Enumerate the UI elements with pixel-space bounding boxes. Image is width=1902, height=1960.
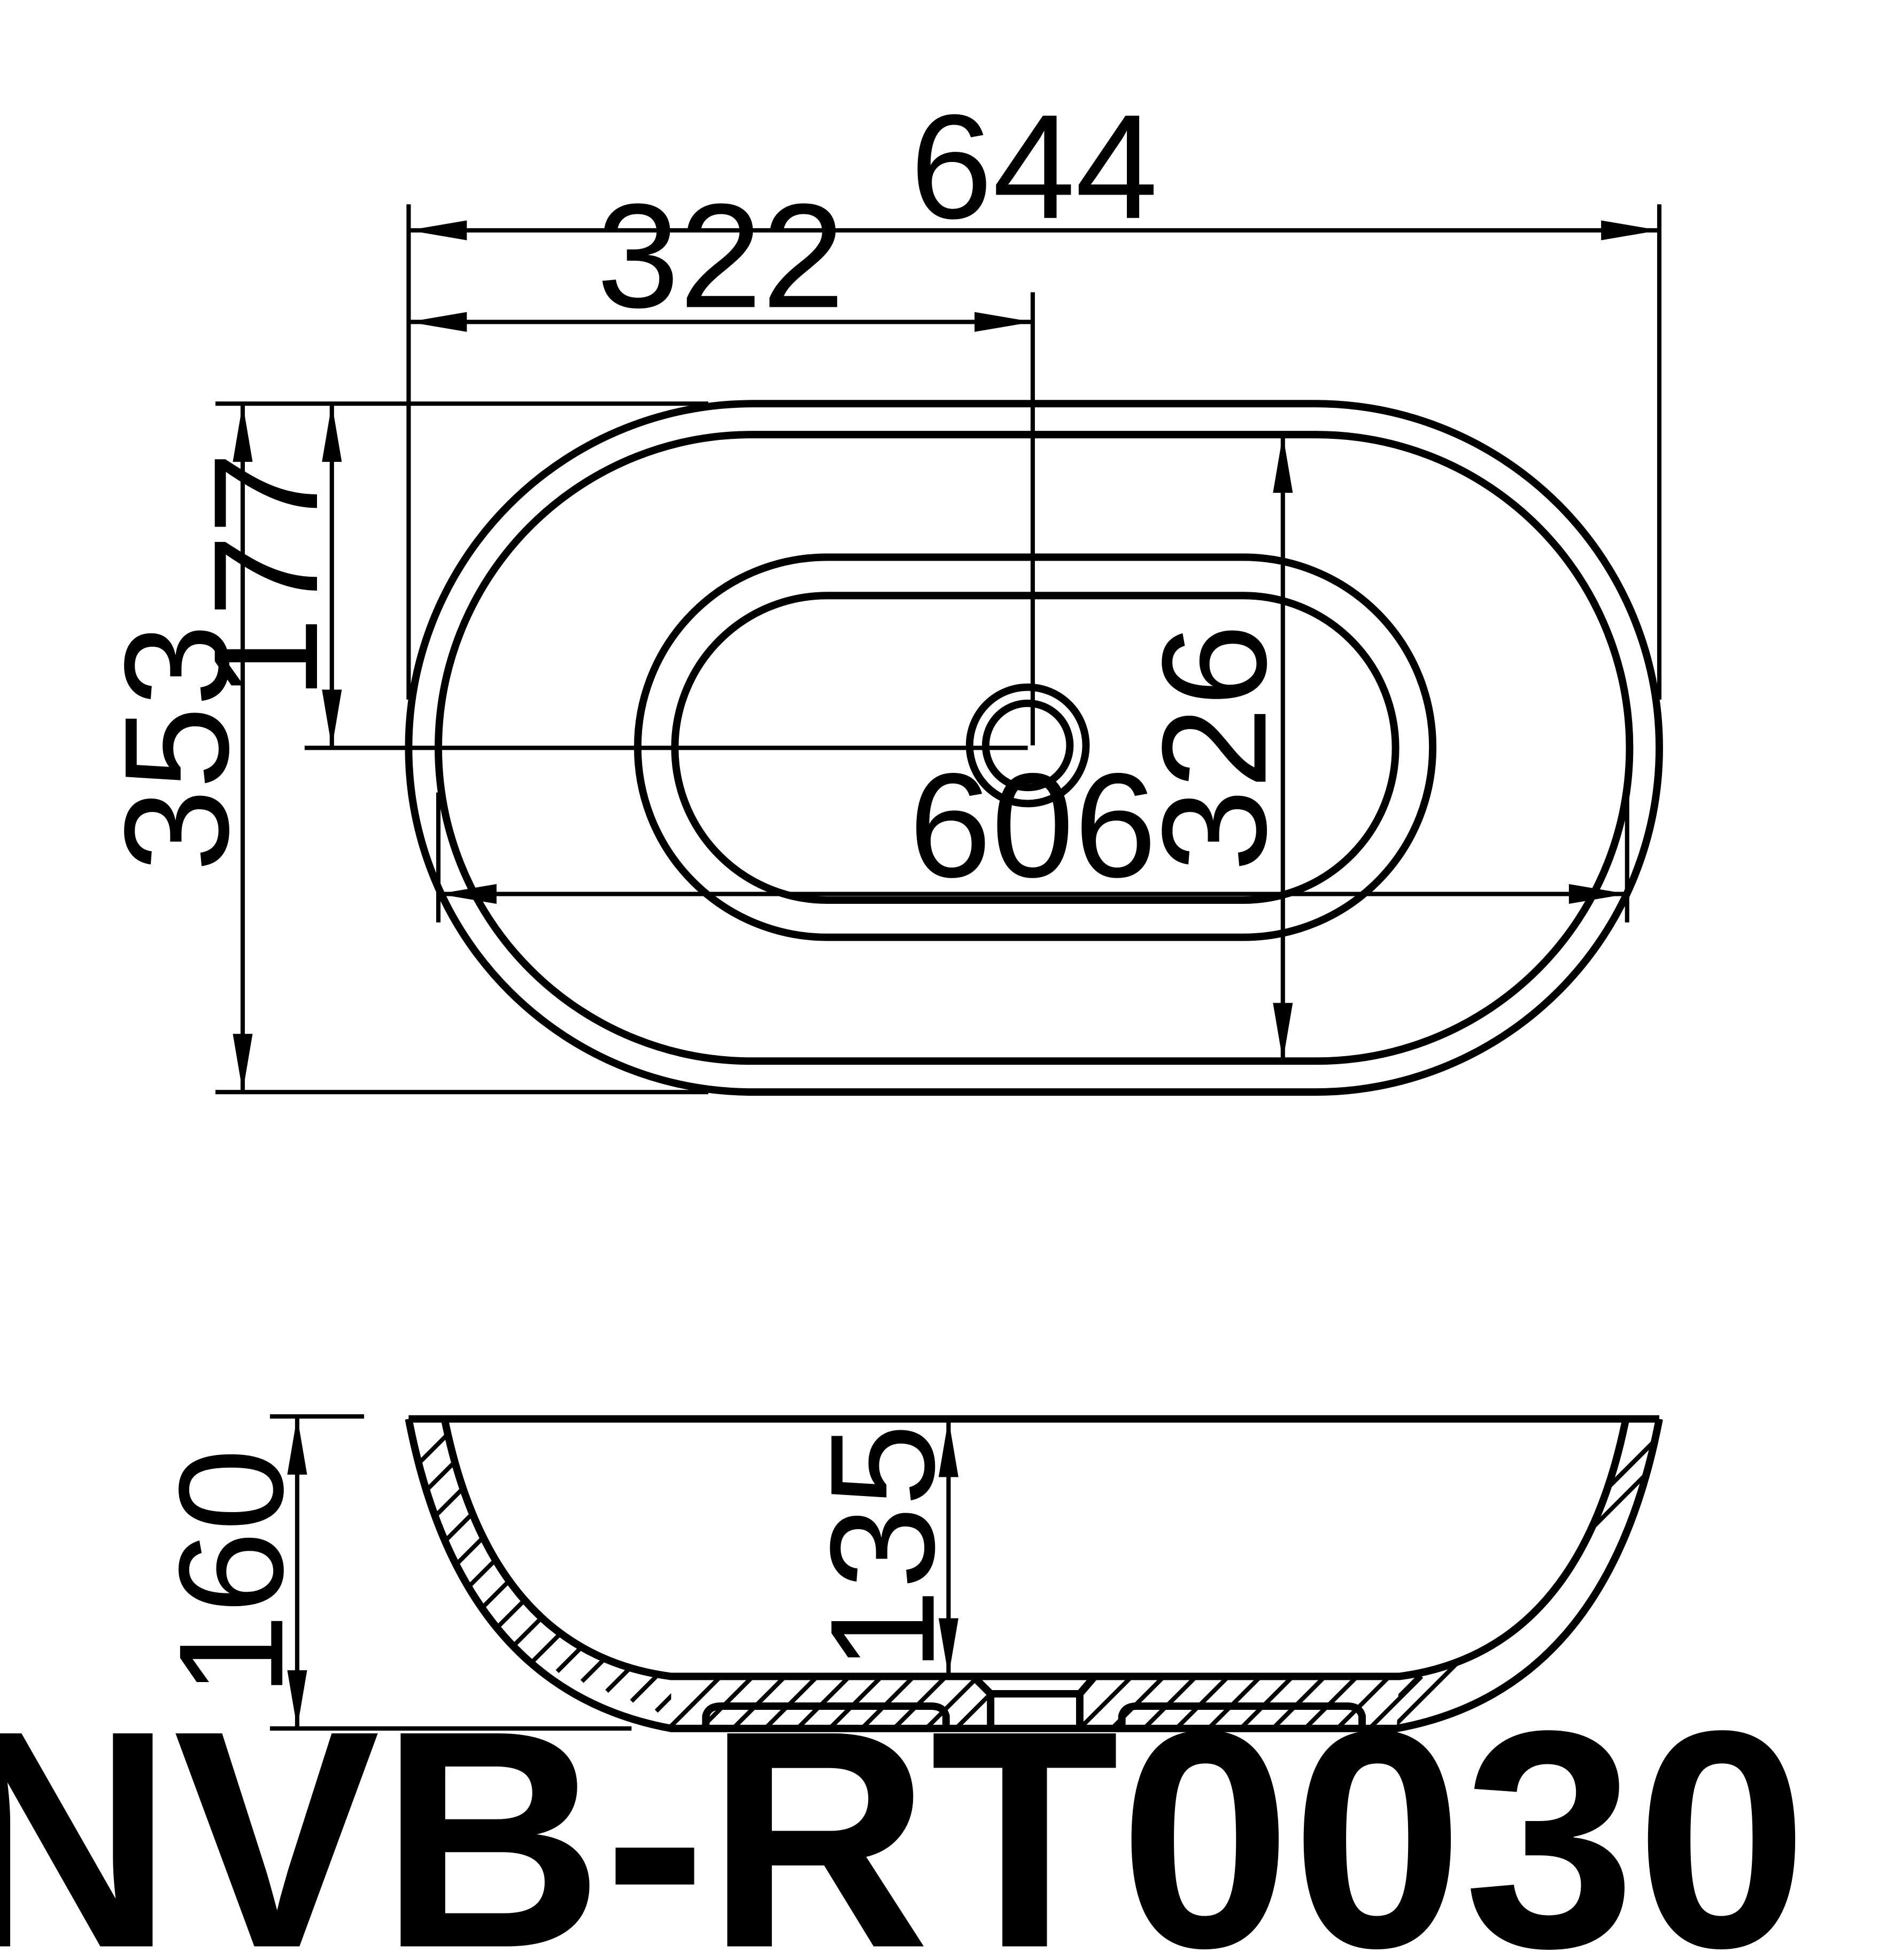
base-recess-left xyxy=(702,1702,950,1729)
model-code: NVB-RT0030 xyxy=(0,1666,1808,1960)
dimension-overall-height: 160 xyxy=(148,1416,314,1729)
dimension-inner-length: 606 xyxy=(438,742,1627,908)
basin-outer-profile xyxy=(405,1418,1663,1732)
base-recess-right xyxy=(1118,1702,1366,1729)
label-inner-depth: 135 xyxy=(799,1424,965,1672)
dimension-overall-length: 644 xyxy=(408,83,1659,250)
basin-inner-profile xyxy=(440,1418,1630,1680)
label-inner-width: 326 xyxy=(1131,624,1297,872)
label-overall-height: 160 xyxy=(148,1448,314,1696)
dimension-inner-width: 326 xyxy=(1131,435,1297,1062)
side-view: 160 135 xyxy=(148,1414,1663,1732)
drain-outer-ring xyxy=(965,683,1090,808)
label-inner-length: 606 xyxy=(909,742,1157,908)
top-view: 644 322 353 177 326 xyxy=(93,83,1663,1096)
dimension-half-width: 177 xyxy=(182,404,349,748)
label-overall-width: 353 xyxy=(93,624,259,872)
drain-inner-ring xyxy=(981,699,1074,792)
label-half-length: 322 xyxy=(597,173,845,339)
drain-section xyxy=(970,1674,1097,1729)
dimension-half-length: 322 xyxy=(408,173,1033,339)
label-overall-length: 644 xyxy=(910,83,1158,250)
dimension-overall-width: 353 xyxy=(93,404,259,1093)
dimension-inner-depth: 135 xyxy=(799,1419,965,1677)
label-half-width: 177 xyxy=(182,452,349,700)
